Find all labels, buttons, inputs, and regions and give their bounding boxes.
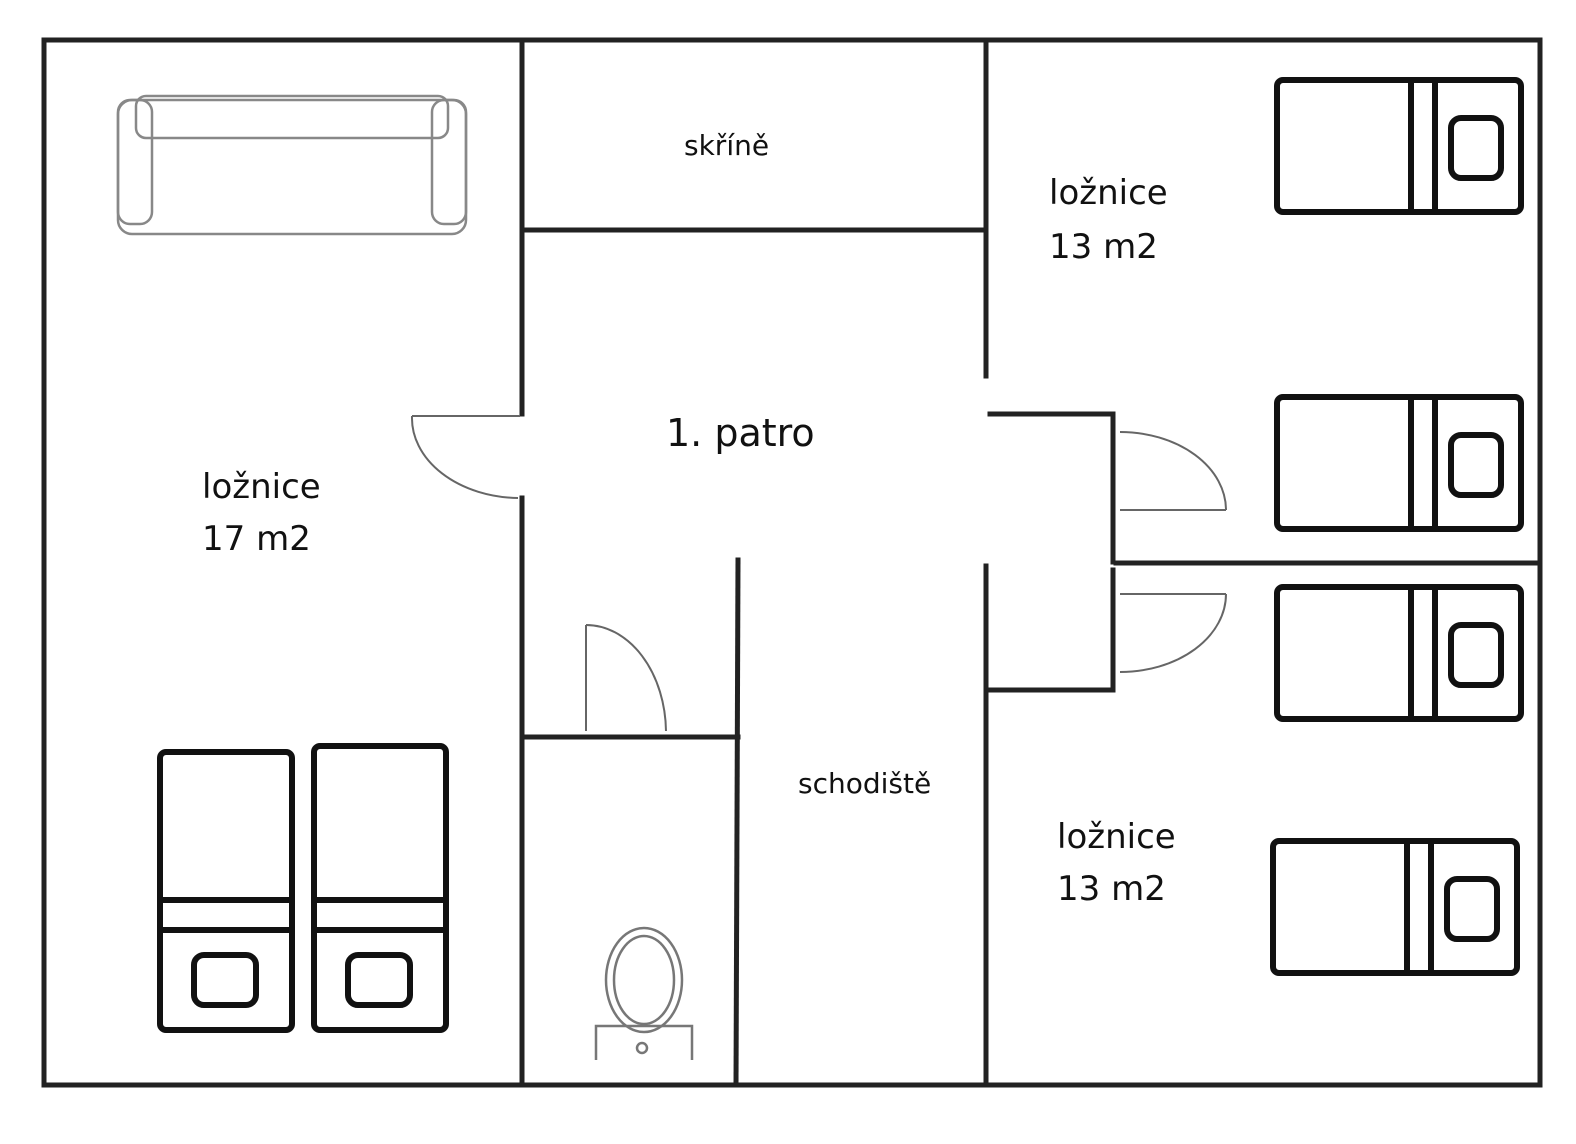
bed [157, 749, 295, 1033]
bedroom-left-name: ložnice [202, 467, 321, 507]
door-left-bedroom [410, 415, 520, 499]
sofa [116, 94, 468, 236]
wall-hall-bottom [985, 567, 1116, 693]
bedroom-bottom-right-area: 13 m2 [1057, 869, 1166, 909]
door-top-right-bedroom [1119, 431, 1227, 511]
wall-stairs [733, 557, 741, 1088]
bed [1274, 77, 1524, 215]
wall-hall-top [987, 411, 1116, 565]
wardrobe-label: skříně [684, 129, 770, 162]
bed [1270, 838, 1520, 976]
doors [410, 415, 1227, 732]
door-wc [585, 624, 667, 732]
bedroom-bottom-right-name: ložnice [1057, 817, 1176, 857]
floor-title: 1. patro [666, 411, 815, 455]
beds [157, 77, 1524, 1033]
walls [41, 37, 1543, 1088]
bedroom-top-right-area: 13 m2 [1049, 227, 1158, 267]
toilet [594, 926, 694, 1060]
bedroom-top-right-name: ložnice [1049, 173, 1168, 213]
stairs-label: schodiště [798, 767, 932, 800]
door-bottom-right-bedroom [1119, 593, 1227, 673]
bed [1274, 394, 1524, 532]
bed [1274, 584, 1524, 722]
bed [311, 743, 449, 1033]
bedroom-left-area: 17 m2 [202, 519, 311, 559]
